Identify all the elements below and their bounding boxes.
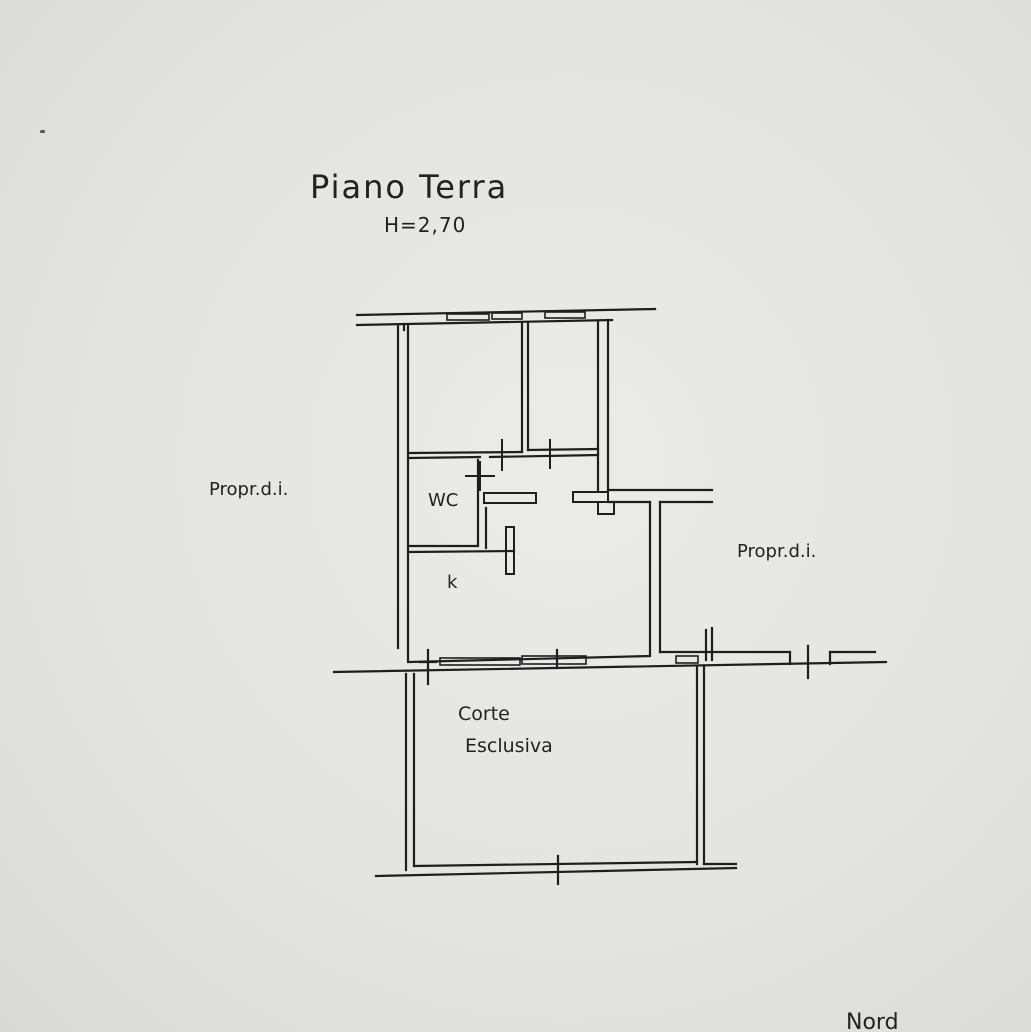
north-label: Nord: [846, 1010, 899, 1032]
plan-title: Piano Terra: [310, 168, 509, 206]
wc-room-label: WC: [428, 490, 459, 511]
courtyard-label-line1: Corte: [458, 703, 510, 725]
kitchen-room-label: k: [447, 572, 458, 593]
door-ticks: [465, 439, 551, 491]
neighbour-label-left: Propr.d.i.: [209, 479, 289, 500]
courtyard-label-line2: Esclusiva: [465, 735, 553, 757]
ceiling-height-label: H=2,70: [384, 213, 467, 237]
bottom-wall: [332, 644, 888, 686]
neighbour-label-right: Propr.d.i.: [737, 541, 817, 562]
main-room-right: [597, 488, 877, 666]
top-wall: [355, 307, 657, 327]
courtyard-walls: [374, 664, 738, 886]
wc-room: [408, 458, 609, 575]
ink-speck: [40, 130, 45, 133]
upper-rooms: [408, 318, 610, 492]
left-wall: [396, 323, 410, 664]
